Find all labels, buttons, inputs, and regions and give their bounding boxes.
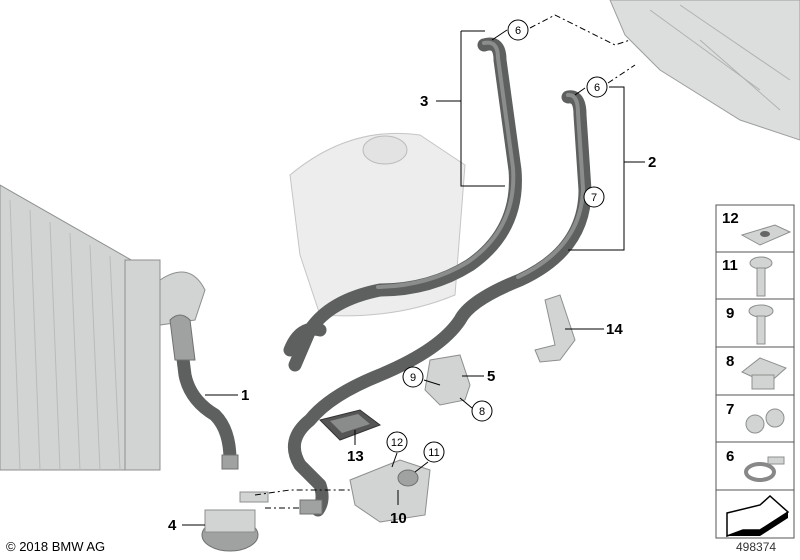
svg-text:6: 6 [515,25,521,37]
hose-2 [287,90,592,517]
small-parts-legend: 12 11 9 8 7 6 [715,204,795,539]
svg-text:6: 6 [726,448,734,465]
diagram-reference-number: 498374 [736,540,777,554]
callout-7: 7 [583,186,605,208]
legend-item-7: 7 [715,394,795,443]
svg-text:9: 9 [726,305,734,322]
label-2: 2 [648,154,656,171]
legend-item-9: 9 [715,298,795,348]
tank-connector [283,322,327,357]
label-10: 10 [390,510,407,527]
heater-unit [609,0,800,141]
callout-6-middle: 6 [586,76,608,98]
callout-9: 9 [402,366,424,388]
label-3: 3 [420,93,428,110]
label-4: 4 [168,517,177,534]
screw-icon [749,256,773,297]
label-14: 14 [606,321,623,338]
label-5: 5 [487,368,495,385]
legend-item-6: 6 [715,441,795,491]
bracket-10 [349,459,431,523]
callout-8: 8 [471,400,493,422]
callout-11: 11 [423,441,445,463]
legend-item-8: 8 [715,346,795,396]
hose-1-connector [169,314,196,361]
hose-1-end [221,454,239,470]
svg-text:12: 12 [391,437,403,449]
legend-item-12: 12 [715,204,795,253]
bracket-14 [534,294,576,363]
label-1: 1 [241,387,249,404]
hose-2-end [299,499,323,515]
svg-text:12: 12 [722,210,739,227]
svg-text:6: 6 [594,82,600,94]
radiator [0,184,206,471]
hose-clip-icon [745,408,785,434]
coolant-pump [201,491,269,552]
callout-6-top: 6 [507,19,529,41]
svg-text:11: 11 [428,447,439,459]
bracket-5 [424,354,471,406]
copyright: © 2018 BMW AG [6,539,106,554]
leader-lines [182,14,645,526]
hose-1 [173,328,237,467]
callout-12: 12 [386,431,408,453]
gasket-13 [319,409,382,441]
svg-text:7: 7 [591,192,597,204]
svg-text:8: 8 [726,353,734,370]
svg-text:8: 8 [479,406,485,418]
legend-item-11: 11 [715,251,795,300]
hose-clamp-icon [744,456,785,482]
svg-text:9: 9 [410,372,416,384]
hose-3 [288,37,522,372]
expansion-tank [289,132,466,317]
svg-text:11: 11 [722,257,738,274]
label-13: 13 [347,448,364,465]
screw-icon [748,304,774,345]
legend-item-arrow [715,489,795,539]
svg-text:7: 7 [726,401,734,418]
